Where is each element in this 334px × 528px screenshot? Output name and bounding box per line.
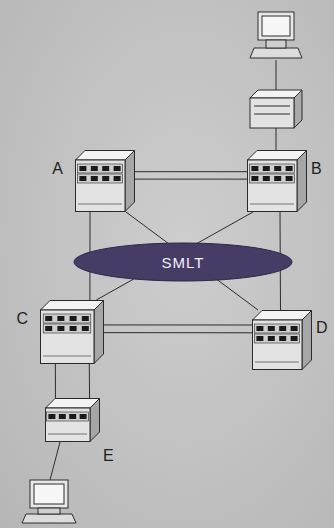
cluster-label: SMLT: [73, 242, 293, 282]
switch-node: A: [75, 150, 135, 212]
switch-node: E: [45, 398, 100, 442]
switch-label: C: [16, 311, 28, 327]
switch-node: D: [252, 310, 312, 370]
switch-node: B: [247, 150, 307, 212]
switch-icon: [75, 150, 135, 212]
bottom-laptop: [22, 480, 76, 523]
link-line: [89, 364, 90, 398]
switch-icon: [45, 398, 100, 442]
smlt-cluster: SMLT: [73, 242, 293, 282]
link-line: [135, 179, 247, 180]
switch-label: A: [52, 161, 63, 177]
link-line: [104, 332, 252, 333]
switch-icon: [252, 310, 312, 370]
top-laptop: [250, 12, 302, 58]
link-line: [135, 171, 247, 172]
switch-label: D: [316, 320, 328, 336]
link-line: [104, 324, 252, 325]
switch-label: B: [311, 161, 322, 177]
link-line: [55, 364, 56, 398]
top-access-switch: [250, 90, 302, 128]
switch-node: C: [40, 300, 104, 364]
switch-icon: [247, 150, 307, 212]
switch-icon: [40, 300, 104, 364]
switch-label: E: [103, 448, 114, 464]
